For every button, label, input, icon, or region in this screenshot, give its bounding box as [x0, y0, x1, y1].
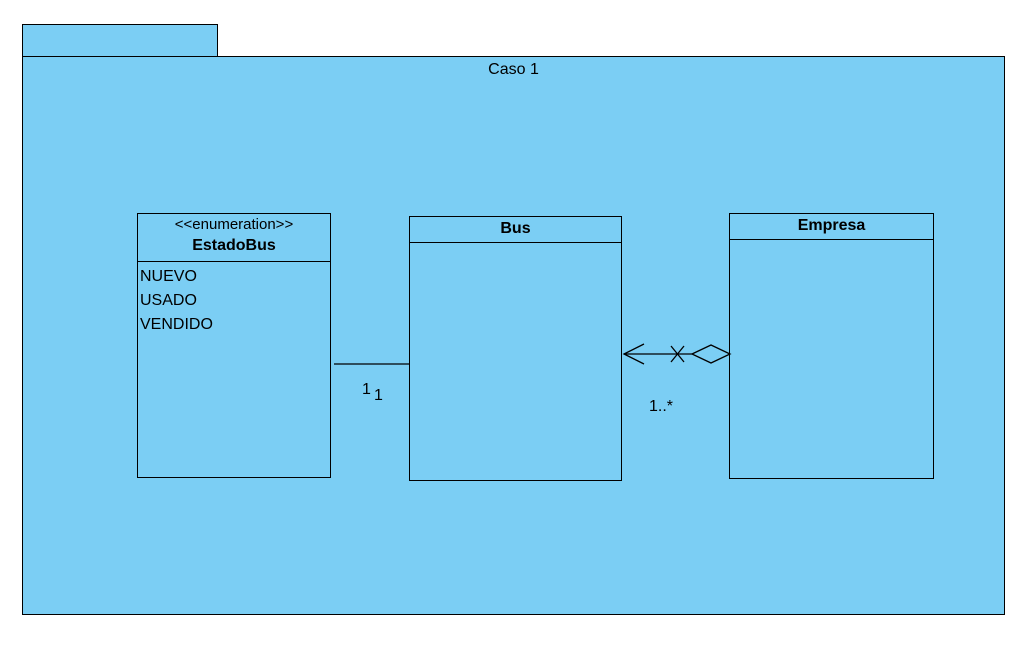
class-empresa[interactable]: Empresa — [729, 213, 934, 479]
multiplicity-bus-end: 1 — [374, 387, 383, 404]
association-empresa-bus[interactable] — [622, 343, 732, 365]
enum-literal-vendido: VENDIDO — [140, 316, 213, 333]
enum-literal-usado: USADO — [140, 292, 197, 309]
enum-literal-nuevo: NUEVO — [140, 268, 197, 285]
class-bus[interactable]: Bus — [409, 216, 622, 481]
class-empresa-name: Empresa — [797, 217, 866, 234]
aggregation-diamond-icon — [690, 344, 732, 364]
multiplicity-bus-aggregation: 1..* — [649, 398, 674, 415]
class-bus-header: Bus — [410, 217, 621, 243]
non-navigable-x-icon-stroke — [670, 345, 685, 363]
package-name: Caso 1 — [488, 61, 539, 78]
package-tab[interactable] — [22, 24, 218, 57]
navigable-arrowhead-icon — [622, 343, 645, 365]
class-bus-name: Bus — [500, 220, 531, 237]
class-estadobus-literals: NUEVO USADO VENDIDO — [138, 262, 330, 337]
class-estadobus-stereotype: <<enumeration>> — [174, 216, 294, 233]
class-estadobus-name: EstadoBus — [192, 237, 276, 254]
multiplicity-estadobus-end: 1 — [362, 381, 371, 398]
class-estadobus-header: <<enumeration>> EstadoBus — [138, 214, 330, 262]
class-estadobus[interactable]: <<enumeration>> EstadoBus NUEVO USADO VE… — [137, 213, 331, 478]
class-empresa-header: Empresa — [730, 214, 933, 240]
